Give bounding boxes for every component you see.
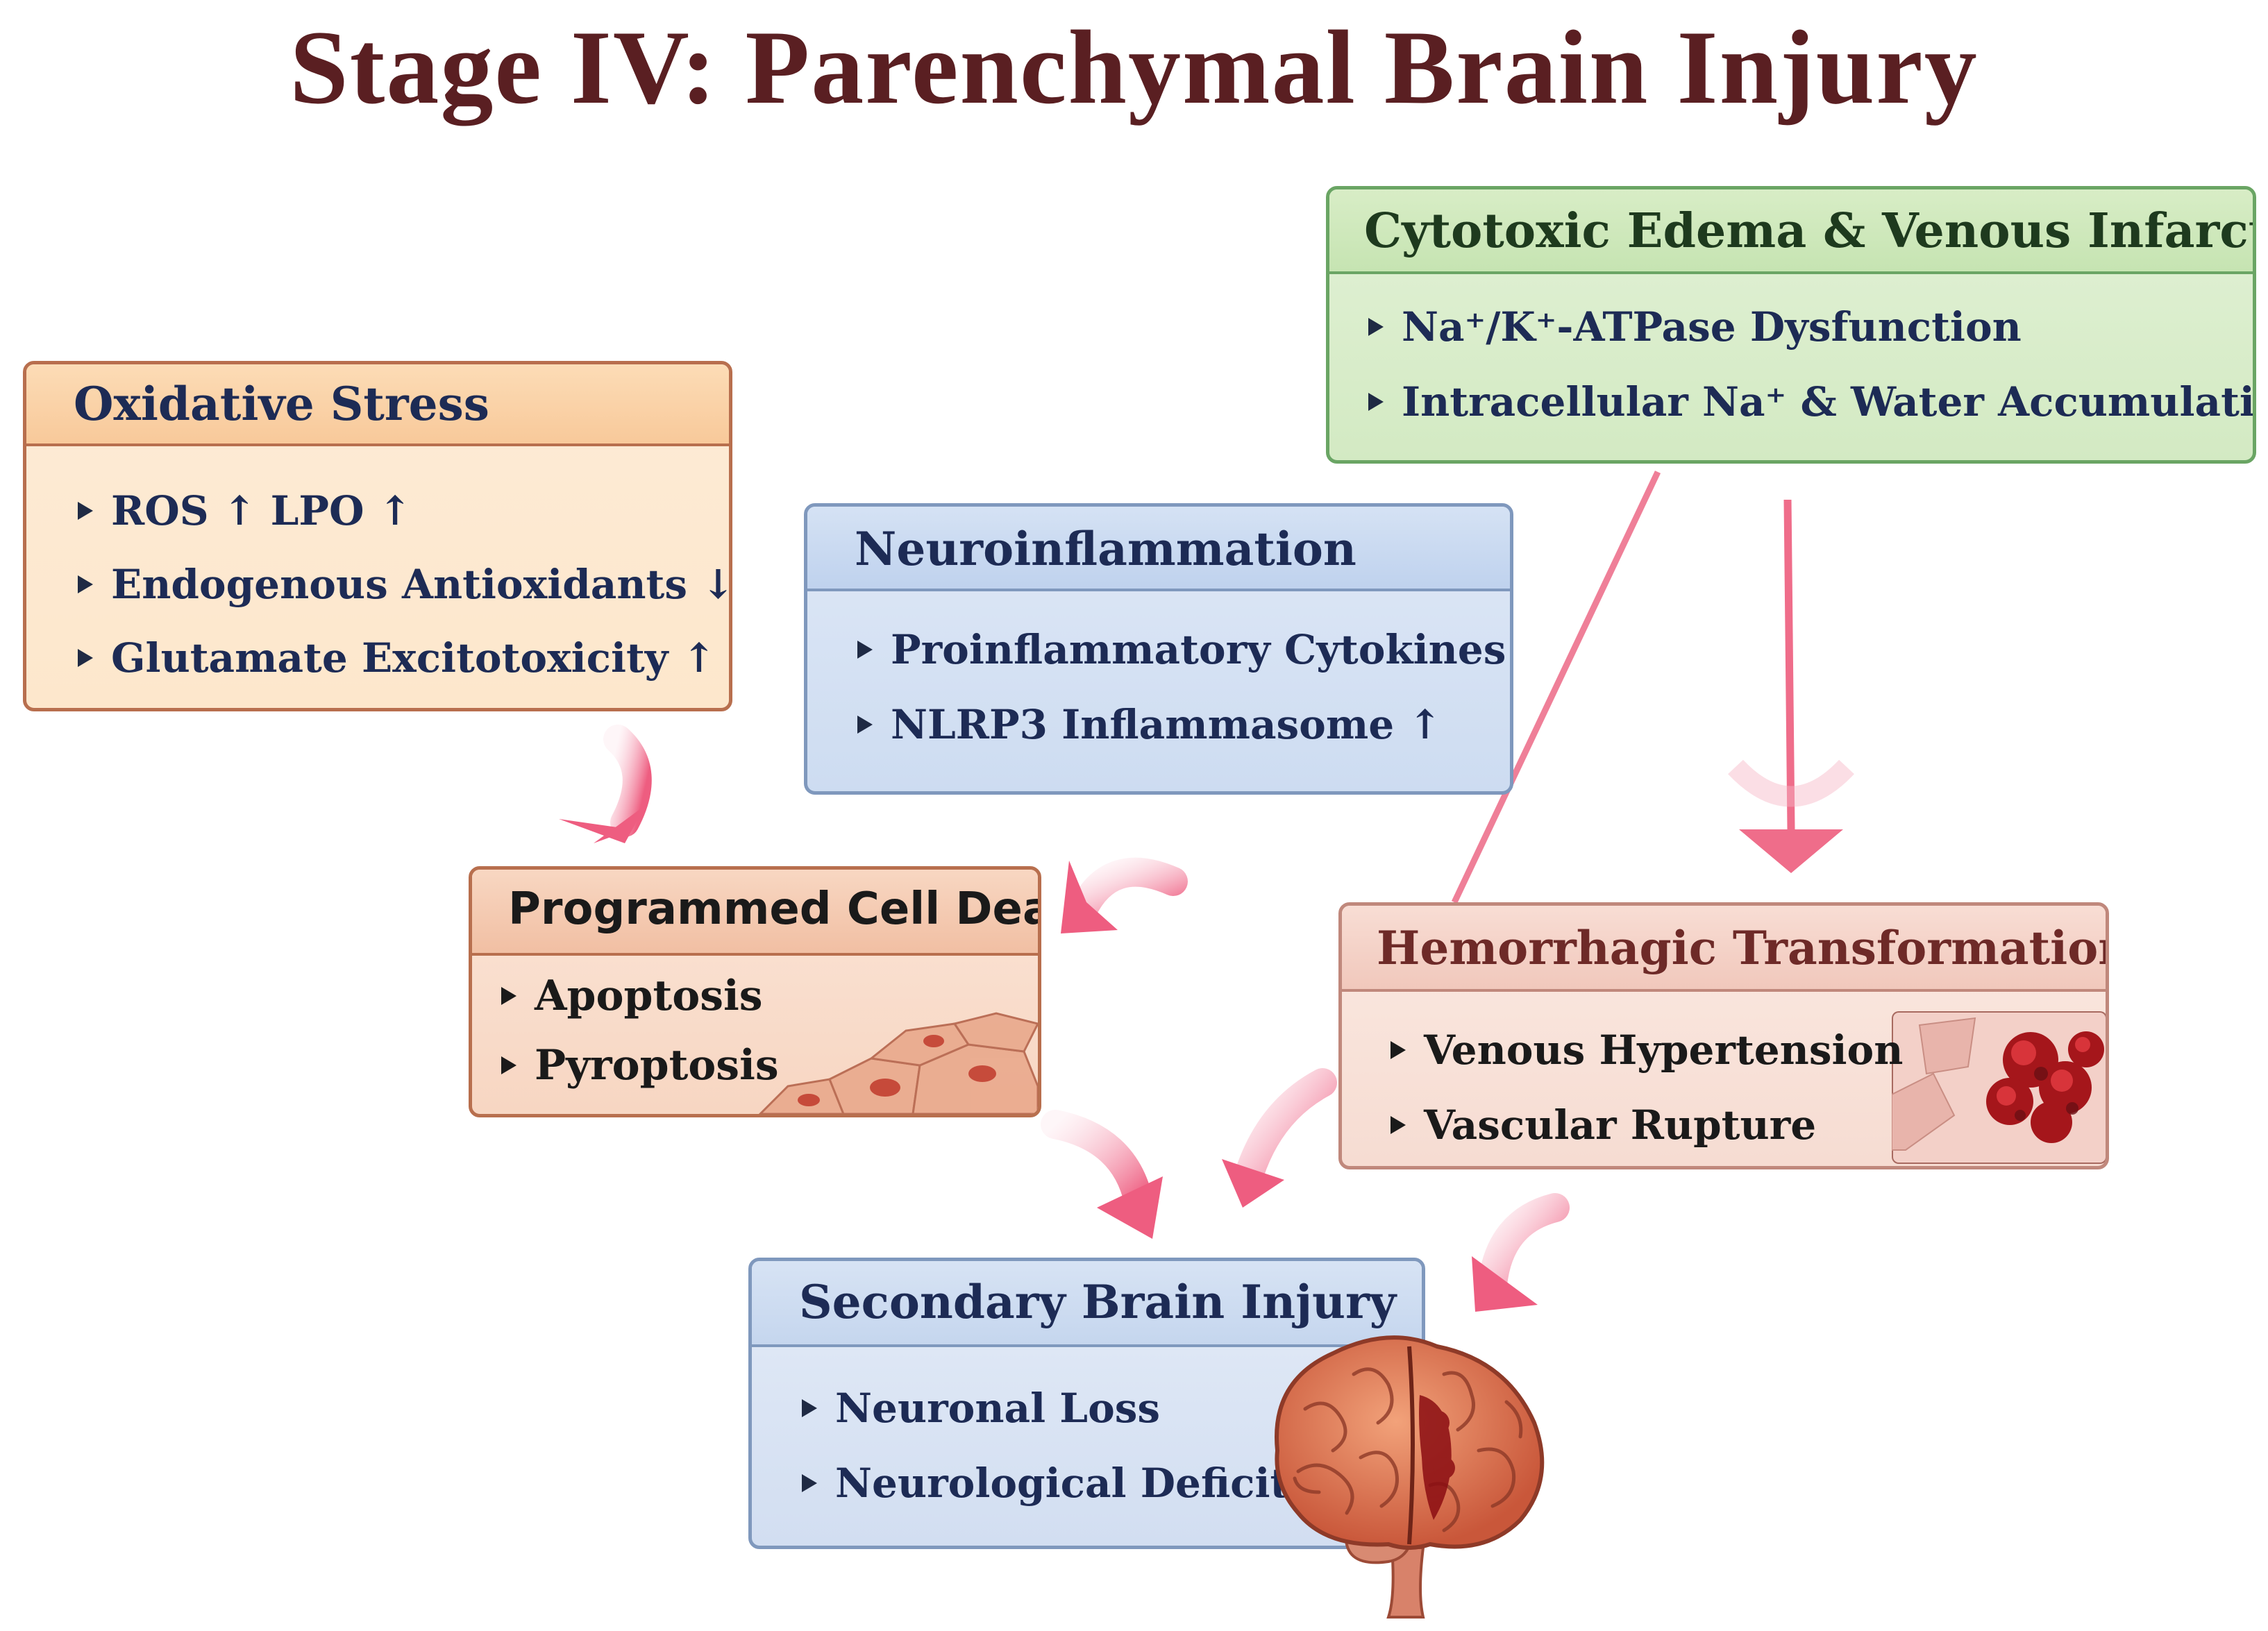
programmed-cell-death-list: Apoptosis Pyroptosis: [472, 956, 1038, 1100]
list-item: Neurological Deficits: [802, 1446, 1422, 1521]
list-item: Vascular Rupture: [1391, 1088, 2106, 1163]
arrow-center-to-sec: [1222, 1068, 1337, 1208]
oxidative-stress-box: Oxidative Stress ROS ↑ LPO ↑ Endogenous …: [23, 361, 732, 711]
brain-icon: [1275, 1335, 1545, 1619]
bullet-icon: [501, 1056, 516, 1074]
list-item: Apoptosis: [501, 961, 1038, 1031]
arrow-neuro-to-pcd: [1061, 857, 1188, 933]
hemorrhagic-transformation-title: Hemorrhagic Transformation: [1342, 906, 2106, 992]
arrow-pcd-to-sec: [1041, 1110, 1163, 1239]
secondary-brain-injury-title: Secondary Brain Injury: [752, 1261, 1422, 1347]
arrow-ox-to-pcd: [559, 725, 652, 843]
page-title: Stage IV: Parenchymal Brain Injury: [289, 9, 1979, 126]
cytotoxic-edema-title: Cytotoxic Edema & Venous Infarction: [1329, 189, 2253, 274]
bullet-icon: [1391, 1116, 1406, 1134]
list-item: ROS ↑ LPO ↑: [78, 474, 729, 548]
list-item: Glutamate Excitotoxicity ↑: [78, 621, 729, 695]
bullet-icon: [802, 1474, 817, 1492]
bullet-icon: [857, 716, 873, 734]
neuroinflammation-box: Neuroinflammation Proinflammatory Cytoki…: [804, 503, 1513, 795]
programmed-cell-death-title: Programmed Cell Death: [472, 870, 1038, 956]
arrow-cyto-to-hemo: [1728, 499, 1854, 873]
list-item: Na⁺/K⁺-ATPase Dysfunction: [1368, 289, 2253, 364]
bullet-icon: [1368, 318, 1384, 336]
hemorrhage-illustration: [1892, 1011, 2106, 1164]
list-item: Endogenous Antioxidants ↓: [78, 548, 729, 621]
oxidative-stress-list: ROS ↑ LPO ↑ Endogenous Antioxidants ↓ Gl…: [26, 446, 729, 695]
bullet-icon: [802, 1399, 817, 1417]
list-item: Proinflammatory Cytokines ↑: [857, 612, 1510, 687]
list-item: NLRP3 Inflammasome ↑: [857, 687, 1510, 762]
bullet-icon: [78, 502, 93, 520]
neuroinflammation-list: Proinflammatory Cytokines ↑ NLRP3 Inflam…: [807, 591, 1510, 762]
list-item: Neuronal Loss: [802, 1371, 1422, 1446]
link-line: [1451, 471, 1661, 904]
bullet-icon: [1368, 393, 1384, 411]
secondary-brain-injury-list: Neuronal Loss Neurological Deficits: [752, 1347, 1422, 1521]
programmed-cell-death-box: Programmed Cell Death Apoptosis Pyroptos…: [469, 866, 1041, 1117]
bullet-icon: [857, 641, 873, 659]
cytotoxic-edema-box: Cytotoxic Edema & Venous Infarction Na⁺/…: [1326, 186, 2256, 464]
cytotoxic-edema-list: Na⁺/K⁺-ATPase Dysfunction Intracellular …: [1329, 274, 2253, 439]
hemorrhagic-transformation-list: Venous Hypertension Vascular Rupture: [1342, 992, 2106, 1163]
hemorrhagic-transformation-box: Hemorrhagic Transformation Venous Hypert…: [1338, 902, 2109, 1169]
cell-tissue-illustration: [758, 1012, 1038, 1114]
bullet-icon: [78, 575, 93, 593]
bullet-icon: [1391, 1041, 1406, 1059]
neuroinflammation-title: Neuroinflammation: [807, 507, 1510, 591]
arrow-hemo-to-sec: [1472, 1193, 1570, 1312]
list-item: Venous Hypertension: [1391, 1013, 2106, 1088]
list-item: Intracellular Na⁺ & Water Accumulation: [1368, 364, 2253, 439]
bullet-icon: [501, 987, 516, 1005]
list-item: Pyroptosis: [501, 1031, 1038, 1100]
oxidative-stress-title: Oxidative Stress: [26, 364, 729, 446]
bullet-icon: [78, 649, 93, 667]
